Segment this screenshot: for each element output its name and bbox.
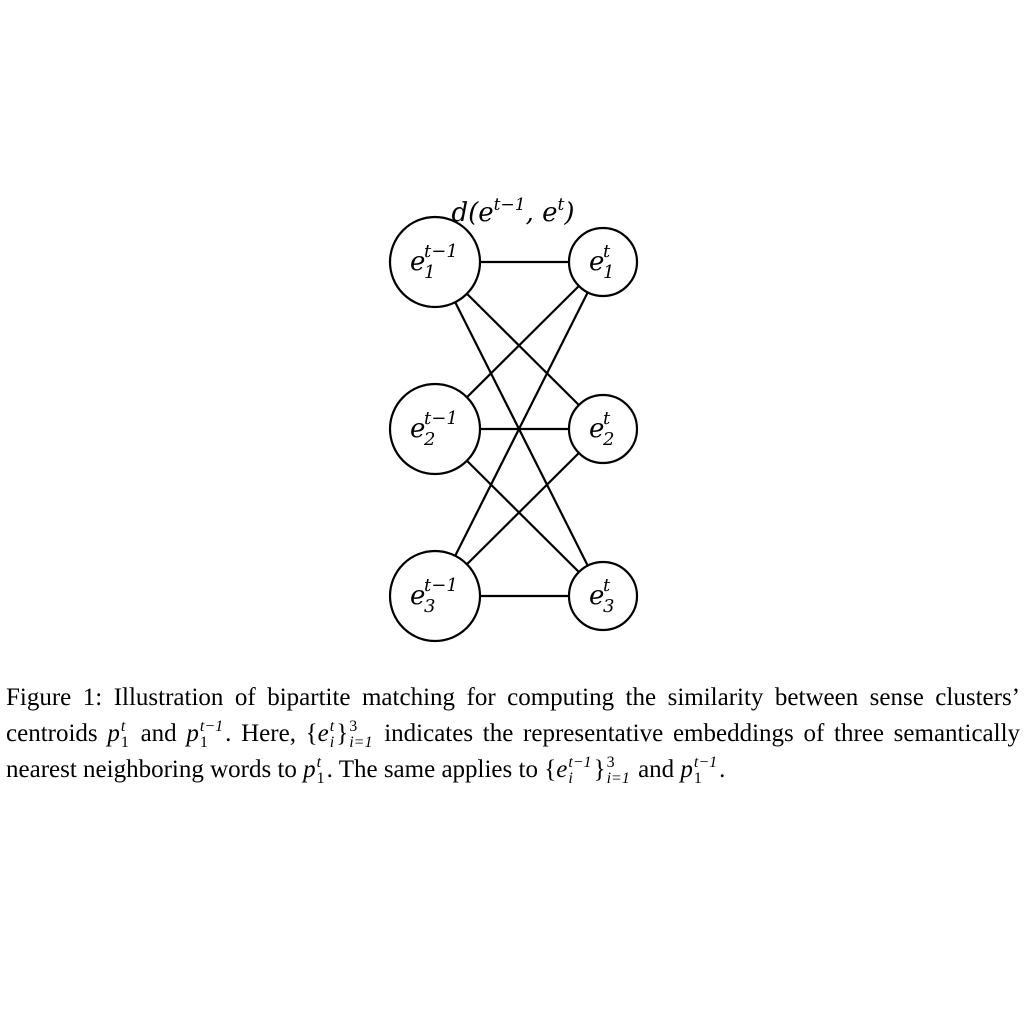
right-node-base: e xyxy=(589,247,604,277)
rbrace: } xyxy=(593,756,606,783)
right-node-circle xyxy=(567,393,639,465)
left-node-sub: 2 xyxy=(423,429,435,450)
symbol-p: p xyxy=(303,756,316,783)
caption-and-1: and xyxy=(140,720,177,747)
distance-label-close: ) xyxy=(563,198,574,228)
right-node-3: et3 xyxy=(567,560,639,632)
distance-label-mid: , e xyxy=(526,198,558,228)
right-node-sup: t xyxy=(603,575,611,596)
distance-label-sup2: t xyxy=(558,195,565,215)
symbol-p: p xyxy=(186,720,199,747)
symbol-p: p xyxy=(107,720,120,747)
left-node-circle xyxy=(388,549,482,643)
caption-label: Figure 1: xyxy=(6,684,103,711)
right-node-sup: t xyxy=(603,241,611,262)
right-node-base: e xyxy=(589,414,604,444)
left-node-1: et−11 xyxy=(388,215,482,309)
edge-3-2 xyxy=(466,452,580,566)
right-node-base: e xyxy=(589,581,604,611)
left-node-sup: t−1 xyxy=(424,408,458,429)
left-node-circle xyxy=(388,382,482,476)
distance-label-main: d(e xyxy=(451,198,493,228)
symbol-e: e xyxy=(556,756,568,783)
caption-and-2: and xyxy=(638,756,675,783)
left-node-base: e xyxy=(410,247,425,277)
left-node-sup: t−1 xyxy=(424,241,458,262)
symbol-e: e xyxy=(317,720,329,747)
edge-3-1 xyxy=(454,291,589,557)
left-node-sub: 3 xyxy=(424,596,435,617)
lbrace: { xyxy=(305,720,318,747)
caption-text-3: indicates the representative embeddings … xyxy=(6,720,1021,783)
caption-end: . xyxy=(719,756,726,783)
distance-label-sup1: t−1 xyxy=(494,195,526,215)
left-node-3: et−13 xyxy=(388,549,482,643)
figure-caption: Figure 1: Illustration of bipartite matc… xyxy=(6,680,1020,788)
right-node-sup: t xyxy=(603,408,611,429)
edge-1-3 xyxy=(454,301,589,567)
right-node-sub: 2 xyxy=(602,429,614,450)
left-node-circle xyxy=(388,215,482,309)
caption-text-2: . Here, xyxy=(225,720,296,747)
right-node-circle xyxy=(567,560,639,632)
left-node-sup: t−1 xyxy=(424,575,458,596)
rbrace: } xyxy=(336,720,349,747)
right-node-sub: 1 xyxy=(603,262,614,283)
symbol-p: p xyxy=(680,756,693,783)
edge-2-3 xyxy=(466,459,580,573)
right-node-2: et2 xyxy=(567,393,639,465)
edge-2-1 xyxy=(466,285,580,399)
caption-text-4: . The same applies to xyxy=(326,756,538,783)
lbrace: { xyxy=(544,756,557,783)
left-node-base: e xyxy=(410,581,425,611)
left-node-sub: 1 xyxy=(424,262,435,283)
edge-1-2 xyxy=(466,292,580,406)
edge-group xyxy=(454,260,589,598)
caption-text-1: Illustration of bipartite matching for c… xyxy=(6,684,1021,747)
left-node-base: e xyxy=(410,414,425,444)
right-node-circle xyxy=(567,226,639,298)
right-node-sub: 3 xyxy=(603,596,614,617)
left-node-2: et−12 xyxy=(388,382,482,476)
right-node-1: et1 xyxy=(567,226,639,298)
distance-label: d(et−1, et) xyxy=(451,195,574,228)
